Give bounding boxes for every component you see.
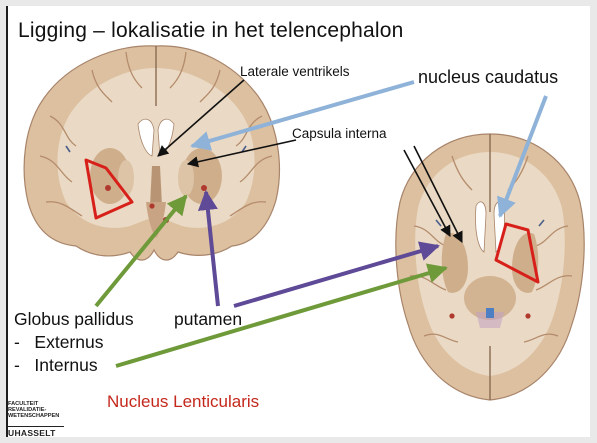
label-putamen: putamen — [174, 309, 242, 330]
arrow-internus — [116, 268, 446, 366]
label-globus-pallidus: Globus pallidus — [14, 309, 134, 330]
label-nucleus-lenticularis: Nucleus Lenticularis — [107, 392, 259, 412]
logo-divider — [8, 426, 64, 427]
slide-border — [6, 6, 8, 437]
logo-university-text: UHASSELT — [8, 428, 56, 437]
slide-title: Ligging – lokalisatie in het telencephal… — [18, 19, 404, 43]
axial-brain-section-illustration — [396, 134, 584, 400]
label-nucleus-caudatus: nucleus caudatus — [418, 67, 558, 88]
uhasselt-logo: FACULTEIT REVALIDATIE- WETENSCHAPPEN UHA… — [6, 400, 84, 437]
label-internus: - Internus — [14, 355, 98, 376]
label-capsula-interna: Capsula interna — [292, 126, 387, 141]
label-externus: - Externus — [14, 332, 103, 353]
label-laterale-ventrikels: Laterale ventrikels — [240, 64, 350, 79]
slide: Ligging – lokalisatie in het telencephal… — [6, 6, 590, 437]
logo-faculty-text: FACULTEIT REVALIDATIE- WETENSCHAPPEN — [8, 401, 68, 420]
